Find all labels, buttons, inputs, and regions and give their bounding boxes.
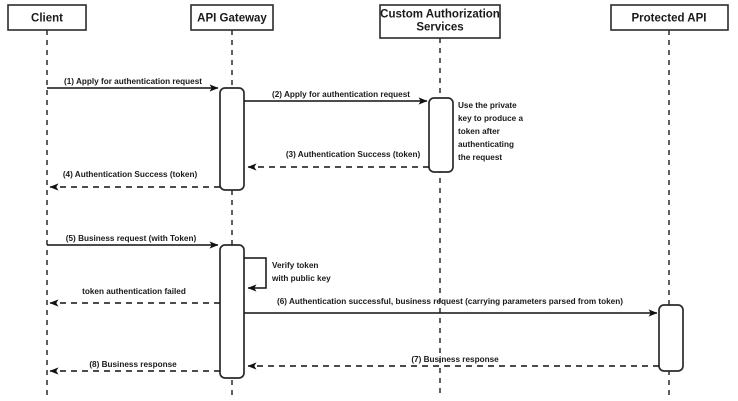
message-3[interactable]: (3) Authentication Success (token) bbox=[247, 150, 429, 171]
participant-custom-auth[interactable]: Custom Authorization Services bbox=[379, 4, 501, 396]
message-label-7: (7) Business response bbox=[411, 355, 499, 364]
note-line-2: key to produce a bbox=[458, 114, 524, 123]
message-label-3: (3) Authentication Success (token) bbox=[286, 150, 421, 159]
note-line-3: token after bbox=[458, 127, 501, 136]
message-6[interactable]: (6) Authentication successful, business … bbox=[244, 297, 658, 317]
message-label-2: (2) Apply for authentication request bbox=[272, 90, 410, 99]
note-line-1: Use the private bbox=[458, 101, 517, 110]
participant-box-protected-api[interactable] bbox=[610, 4, 729, 31]
self-call-label-line-2: with public key bbox=[271, 274, 331, 283]
message-4[interactable]: (4) Authentication Success (token) bbox=[49, 170, 220, 191]
message-token-auth-failed[interactable]: token authentication failed bbox=[49, 287, 220, 307]
message-label-6: (6) Authentication successful, business … bbox=[277, 297, 623, 306]
participant-protected-api[interactable]: Protected API bbox=[610, 4, 729, 396]
self-call-label-line-1: Verify token bbox=[272, 261, 318, 270]
participant-client[interactable]: Client bbox=[7, 4, 87, 396]
note-line-4: authenticating bbox=[458, 140, 514, 149]
message-7[interactable]: (7) Business response bbox=[247, 355, 659, 370]
message-5[interactable]: (5) Business request (with Token) bbox=[47, 234, 219, 249]
activation-custom-auth bbox=[428, 97, 454, 173]
note-line-5: the request bbox=[458, 153, 502, 162]
self-call-arrow-verify-token bbox=[244, 257, 267, 292]
message-label-5: (5) Business request (with Token) bbox=[66, 234, 197, 243]
message-label-8: (8) Business response bbox=[89, 360, 177, 369]
activation-api-gateway-auth bbox=[219, 87, 245, 191]
self-call-verify-token[interactable]: Verify token with public key bbox=[244, 257, 331, 292]
message-2[interactable]: (2) Apply for authentication request bbox=[244, 90, 428, 105]
message-label-1: (1) Apply for authentication request bbox=[64, 77, 202, 86]
activation-protected-api bbox=[658, 304, 684, 372]
message-1[interactable]: (1) Apply for authentication request bbox=[47, 77, 219, 92]
message-label-4: (4) Authentication Success (token) bbox=[63, 170, 198, 179]
message-8[interactable]: (8) Business response bbox=[49, 360, 220, 375]
note-private-key: Use the private key to produce a token a… bbox=[458, 101, 524, 162]
message-label-token-auth-failed: token authentication failed bbox=[82, 287, 186, 296]
participant-label-protected-api: Protected API bbox=[632, 13, 707, 25]
participant-label-custom-auth-line2: Services bbox=[416, 22, 463, 34]
participant-label-api-gateway: API Gateway bbox=[197, 13, 267, 25]
participant-label-custom-auth: Custom Authorization bbox=[380, 9, 500, 21]
participant-label-client: Client bbox=[31, 13, 63, 25]
participant-box-api-gateway[interactable] bbox=[190, 4, 274, 31]
activation-api-gateway-business bbox=[219, 244, 245, 379]
